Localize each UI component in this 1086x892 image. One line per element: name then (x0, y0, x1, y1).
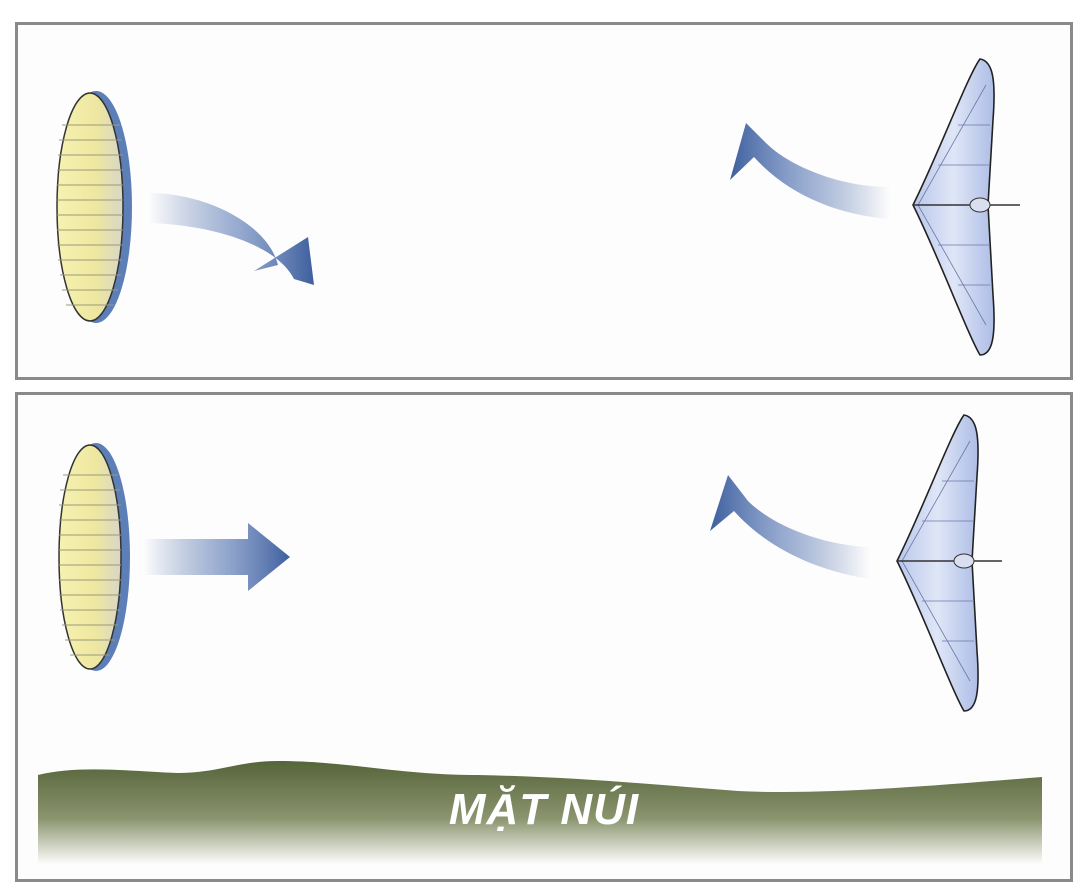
bottom-panel: MẶT NÚI (15, 392, 1073, 882)
curved-arrow-left-icon (710, 475, 870, 579)
curved-arrow-right-icon (148, 193, 314, 285)
hang-glider-icon (896, 414, 1002, 712)
top-panel-drawing (56, 58, 1020, 356)
hang-glider-icon (912, 58, 1020, 356)
straight-arrow-right-icon (143, 523, 290, 591)
bottom-panel-drawing (38, 414, 1042, 865)
mountain-surface (38, 761, 1042, 865)
paraglider-icon (58, 443, 130, 671)
paraglider-icon (56, 91, 132, 323)
top-panel (15, 22, 1073, 380)
ground-label: MẶT NÚI (448, 785, 640, 834)
curved-arrow-left-icon (730, 123, 890, 219)
